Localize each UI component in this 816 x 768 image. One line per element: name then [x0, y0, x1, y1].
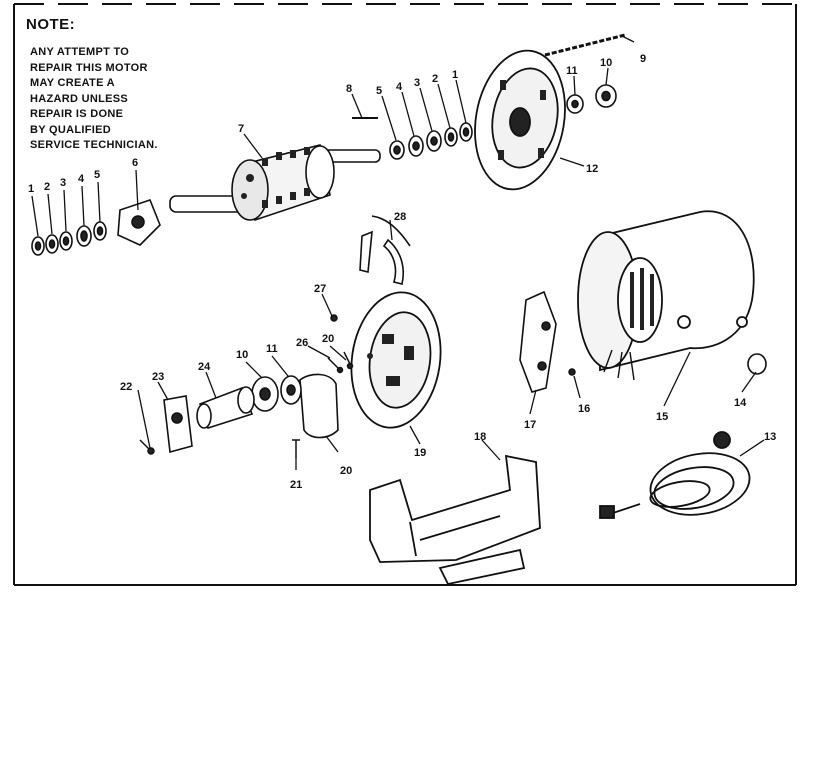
screw-part-16	[568, 368, 576, 376]
note-title: NOTE:	[26, 16, 76, 33]
part-label-28: 28	[394, 211, 406, 223]
part-label-6: 6	[132, 157, 138, 169]
part-label-4a: 4	[78, 173, 85, 185]
part-label-17: 17	[524, 419, 536, 431]
part-label-11b: 11	[266, 343, 278, 355]
part-label-23: 23	[152, 371, 164, 383]
screw-part-22	[139, 439, 155, 455]
part-number-labels: 1 2 3 4 5 6 7 8 5 4 3 2 1 9 11 10 12 28 …	[28, 53, 776, 491]
part-label-18: 18	[474, 431, 486, 443]
part-label-12: 12	[586, 163, 598, 175]
power-cord-part-13	[599, 431, 751, 519]
cap-part-14	[747, 353, 767, 375]
end-bell-part-12	[474, 49, 566, 191]
through-bolt-part-9	[544, 33, 626, 57]
screw-part-21	[292, 439, 300, 458]
part-label-13: 13	[764, 431, 776, 443]
part-label-26: 26	[296, 337, 308, 349]
part-label-10b: 10	[236, 349, 248, 361]
part-label-3a: 3	[60, 177, 66, 189]
note-line: MAY CREATE A	[30, 77, 115, 89]
part-label-27: 27	[314, 283, 326, 295]
safety-note: NOTE: ANY ATTEMPT TO REPAIR THIS MOTOR M…	[26, 16, 158, 154]
base-mount-part-18	[369, 454, 541, 586]
part-label-2b: 2	[432, 73, 438, 85]
spacer-tube-part-24	[196, 386, 255, 430]
part-label-5a: 5	[94, 169, 100, 181]
part-label-10a: 10	[600, 57, 612, 69]
part-label-11a: 11	[566, 65, 578, 77]
part-label-20a: 20	[322, 333, 334, 345]
part-label-15: 15	[656, 411, 668, 423]
rotor-assembly	[169, 144, 381, 222]
stator-housing-part-15	[577, 210, 755, 372]
part-label-14: 14	[734, 397, 747, 409]
small-screws	[327, 314, 354, 374]
note-line: REPAIR IS DONE	[30, 108, 124, 120]
part-label-7: 7	[238, 123, 244, 135]
switch-part-17	[519, 290, 557, 393]
nut-washer-middle	[251, 375, 302, 412]
note-line: ANY ATTEMPT TO	[30, 46, 130, 58]
part-label-3b: 3	[414, 77, 420, 89]
note-line: HAZARD UNLESS	[30, 92, 129, 105]
part-label-1b: 1	[452, 69, 458, 81]
diagram-frame	[13, 3, 797, 586]
note-line: BY QUALIFIED	[30, 123, 112, 136]
part-label-4b: 4	[396, 81, 403, 93]
brush-springs-part-28	[359, 215, 411, 285]
part-label-20b: 20	[340, 465, 352, 477]
part-label-9: 9	[640, 53, 646, 65]
part-label-24: 24	[198, 361, 211, 373]
part-label-16: 16	[578, 403, 590, 415]
stator-leads	[603, 349, 635, 381]
starter-hub-part	[117, 199, 161, 246]
cover-plate-part-20	[299, 373, 339, 439]
note-line: SERVICE TECHNICIAN.	[30, 139, 158, 151]
bracket-part-23	[163, 395, 193, 454]
part-label-5b: 5	[376, 85, 382, 97]
part-label-2a: 2	[44, 181, 50, 193]
brush-plate-part-19	[350, 291, 442, 429]
left-washer-stack	[31, 221, 107, 256]
part-label-19: 19	[414, 447, 426, 459]
note-body: ANY ATTEMPT TO REPAIR THIS MOTOR MAY CRE…	[30, 45, 158, 154]
note-line: REPAIR THIS MOTOR	[30, 61, 148, 74]
part-label-8: 8	[346, 83, 352, 95]
part-label-1a: 1	[28, 183, 34, 195]
part-label-21: 21	[290, 479, 302, 491]
leader-lines	[31, 35, 765, 470]
part-label-22: 22	[120, 381, 132, 393]
right-washer-stack	[389, 122, 473, 160]
